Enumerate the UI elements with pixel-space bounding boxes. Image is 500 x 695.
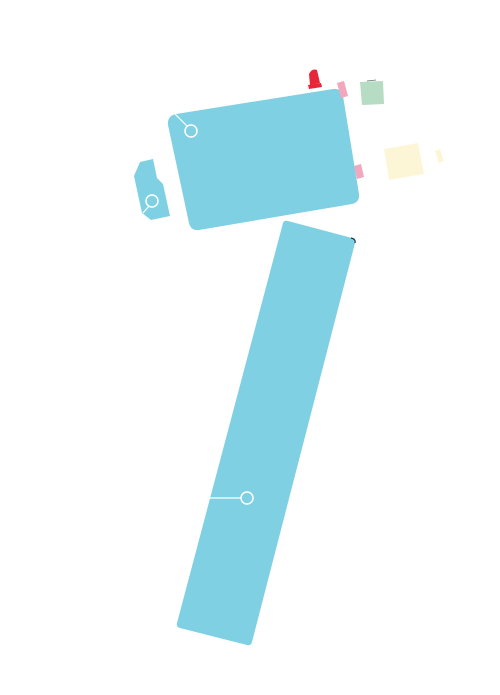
head-part [167,88,360,231]
green-square-part [360,79,384,105]
callout-side-clip-leader [142,205,150,214]
callout-handle-marker [240,491,254,505]
callout-handle [208,491,254,505]
pink-tab-upper-shape [337,81,348,98]
yellow-tab-small-shape [435,149,444,163]
callout-side-clip-marker [145,194,159,208]
handle-shape [176,220,356,646]
head-shape [167,88,360,231]
callout-head-leader [174,113,188,127]
side-clip-part [134,159,170,220]
callout-head [174,113,198,138]
pink-tab-upper-part [337,81,348,98]
callout-head-marker [184,124,198,138]
callout-side-clip [142,194,159,214]
pink-tab-lower-shape [354,164,364,179]
red-indicator-base [308,83,322,89]
green-square-shape [360,81,384,105]
red-indicator-part [308,69,322,89]
yellow-square-shape [384,143,424,180]
handle-corner-accent [350,237,356,244]
pink-tab-lower-part [354,164,364,179]
side-clip-shape [134,159,170,220]
yellow-tab-small-part [435,149,444,163]
yellow-square-part [384,143,424,180]
red-indicator-cap [309,69,320,85]
green-square-top-accent [366,79,377,82]
handle-part [176,220,356,646]
